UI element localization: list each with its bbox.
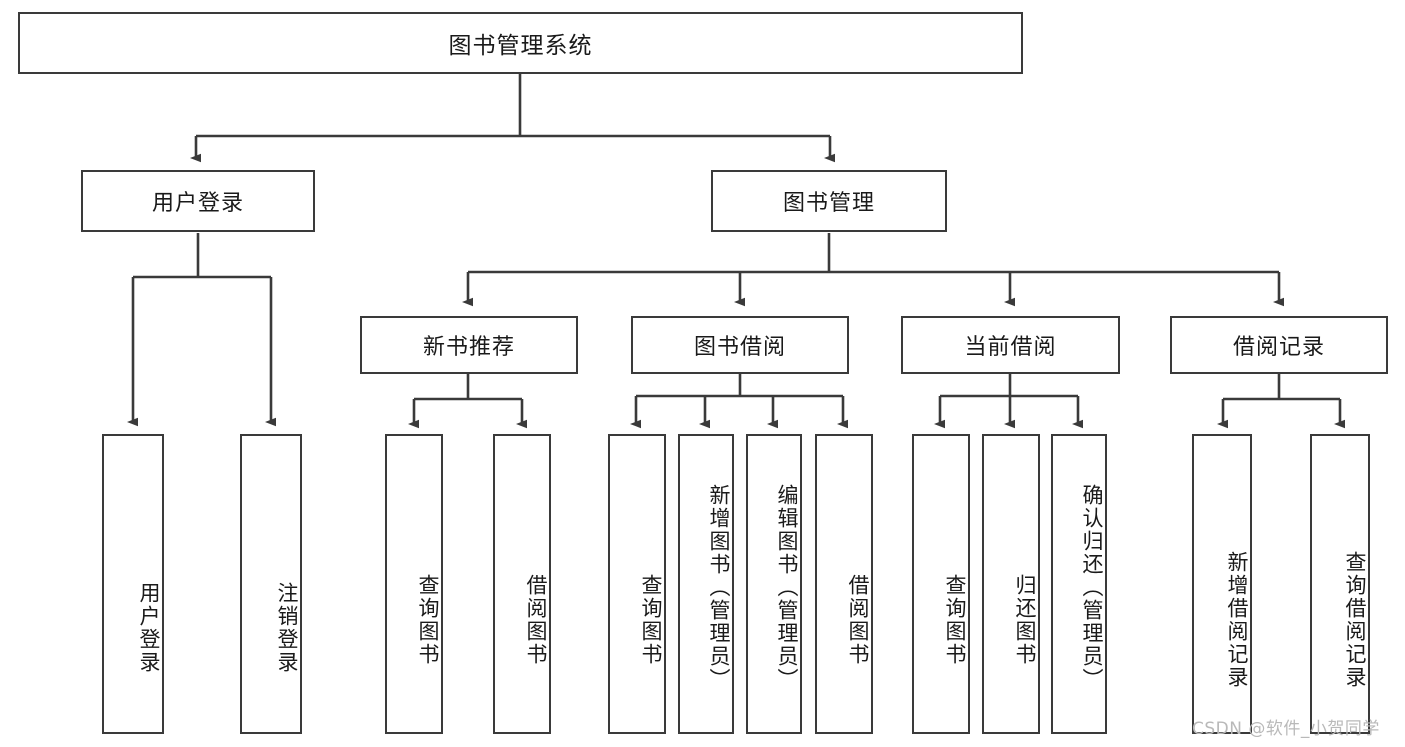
leaf-logout-login-label: 注销登录: [275, 582, 299, 674]
node-root-label: 图书管理系统: [448, 33, 593, 59]
leaf-query-record-label: 查询借阅记录: [1343, 551, 1367, 689]
watermark-text: CSDN @软件_小贺同学: [1192, 719, 1380, 739]
node-new-book-recommend-label: 新书推荐: [422, 335, 515, 360]
leaf-query-book-2-label: 查询图书: [639, 574, 663, 666]
node-user-login-label: 用户登录: [151, 191, 244, 216]
leaf-confirm-return[interactable]: 确认归还（管理员）: [1051, 434, 1107, 734]
leaf-edit-book-label: 编辑图书（管理员）: [775, 483, 799, 691]
node-current-borrow-label: 当前借阅: [964, 335, 1057, 360]
leaf-logout-login[interactable]: 注销登录: [240, 434, 302, 734]
node-borrow-record-label: 借阅记录: [1232, 335, 1325, 360]
node-book-borrow-label: 图书借阅: [693, 335, 786, 360]
leaf-borrow-book-1-label: 借阅图书: [524, 574, 548, 666]
leaf-query-book-1[interactable]: 查询图书: [385, 434, 443, 734]
leaf-add-record[interactable]: 新增借阅记录: [1192, 434, 1252, 734]
node-new-book-recommend[interactable]: 新书推荐: [360, 316, 578, 374]
leaf-query-book-1-label: 查询图书: [416, 574, 440, 666]
leaf-edit-book[interactable]: 编辑图书（管理员）: [746, 434, 802, 734]
leaf-add-record-label: 新增借阅记录: [1225, 551, 1249, 689]
node-root-system[interactable]: 图书管理系统: [18, 12, 1023, 74]
leaf-user-login-label: 用户登录: [137, 582, 161, 674]
leaf-query-record[interactable]: 查询借阅记录: [1310, 434, 1370, 734]
leaf-query-book-2[interactable]: 查询图书: [608, 434, 666, 734]
leaf-borrow-book-2[interactable]: 借阅图书: [815, 434, 873, 734]
node-book-manage[interactable]: 图书管理: [711, 170, 947, 232]
leaf-borrow-book-2-label: 借阅图书: [846, 574, 870, 666]
node-current-borrow[interactable]: 当前借阅: [901, 316, 1120, 374]
leaf-query-book-3-label: 查询图书: [943, 574, 967, 666]
node-user-login[interactable]: 用户登录: [81, 170, 315, 232]
leaf-return-book[interactable]: 归还图书: [982, 434, 1040, 734]
leaf-add-book[interactable]: 新增图书（管理员）: [678, 434, 734, 734]
leaf-borrow-book-1[interactable]: 借阅图书: [493, 434, 551, 734]
leaf-query-book-3[interactable]: 查询图书: [912, 434, 970, 734]
node-borrow-record[interactable]: 借阅记录: [1170, 316, 1388, 374]
leaf-add-book-label: 新增图书（管理员）: [707, 483, 731, 691]
leaf-confirm-return-label: 确认归还（管理员）: [1080, 483, 1104, 691]
node-book-manage-label: 图书管理: [782, 191, 875, 216]
leaf-user-login[interactable]: 用户登录: [102, 434, 164, 734]
node-book-borrow[interactable]: 图书借阅: [631, 316, 849, 374]
leaf-return-book-label: 归还图书: [1013, 574, 1037, 666]
